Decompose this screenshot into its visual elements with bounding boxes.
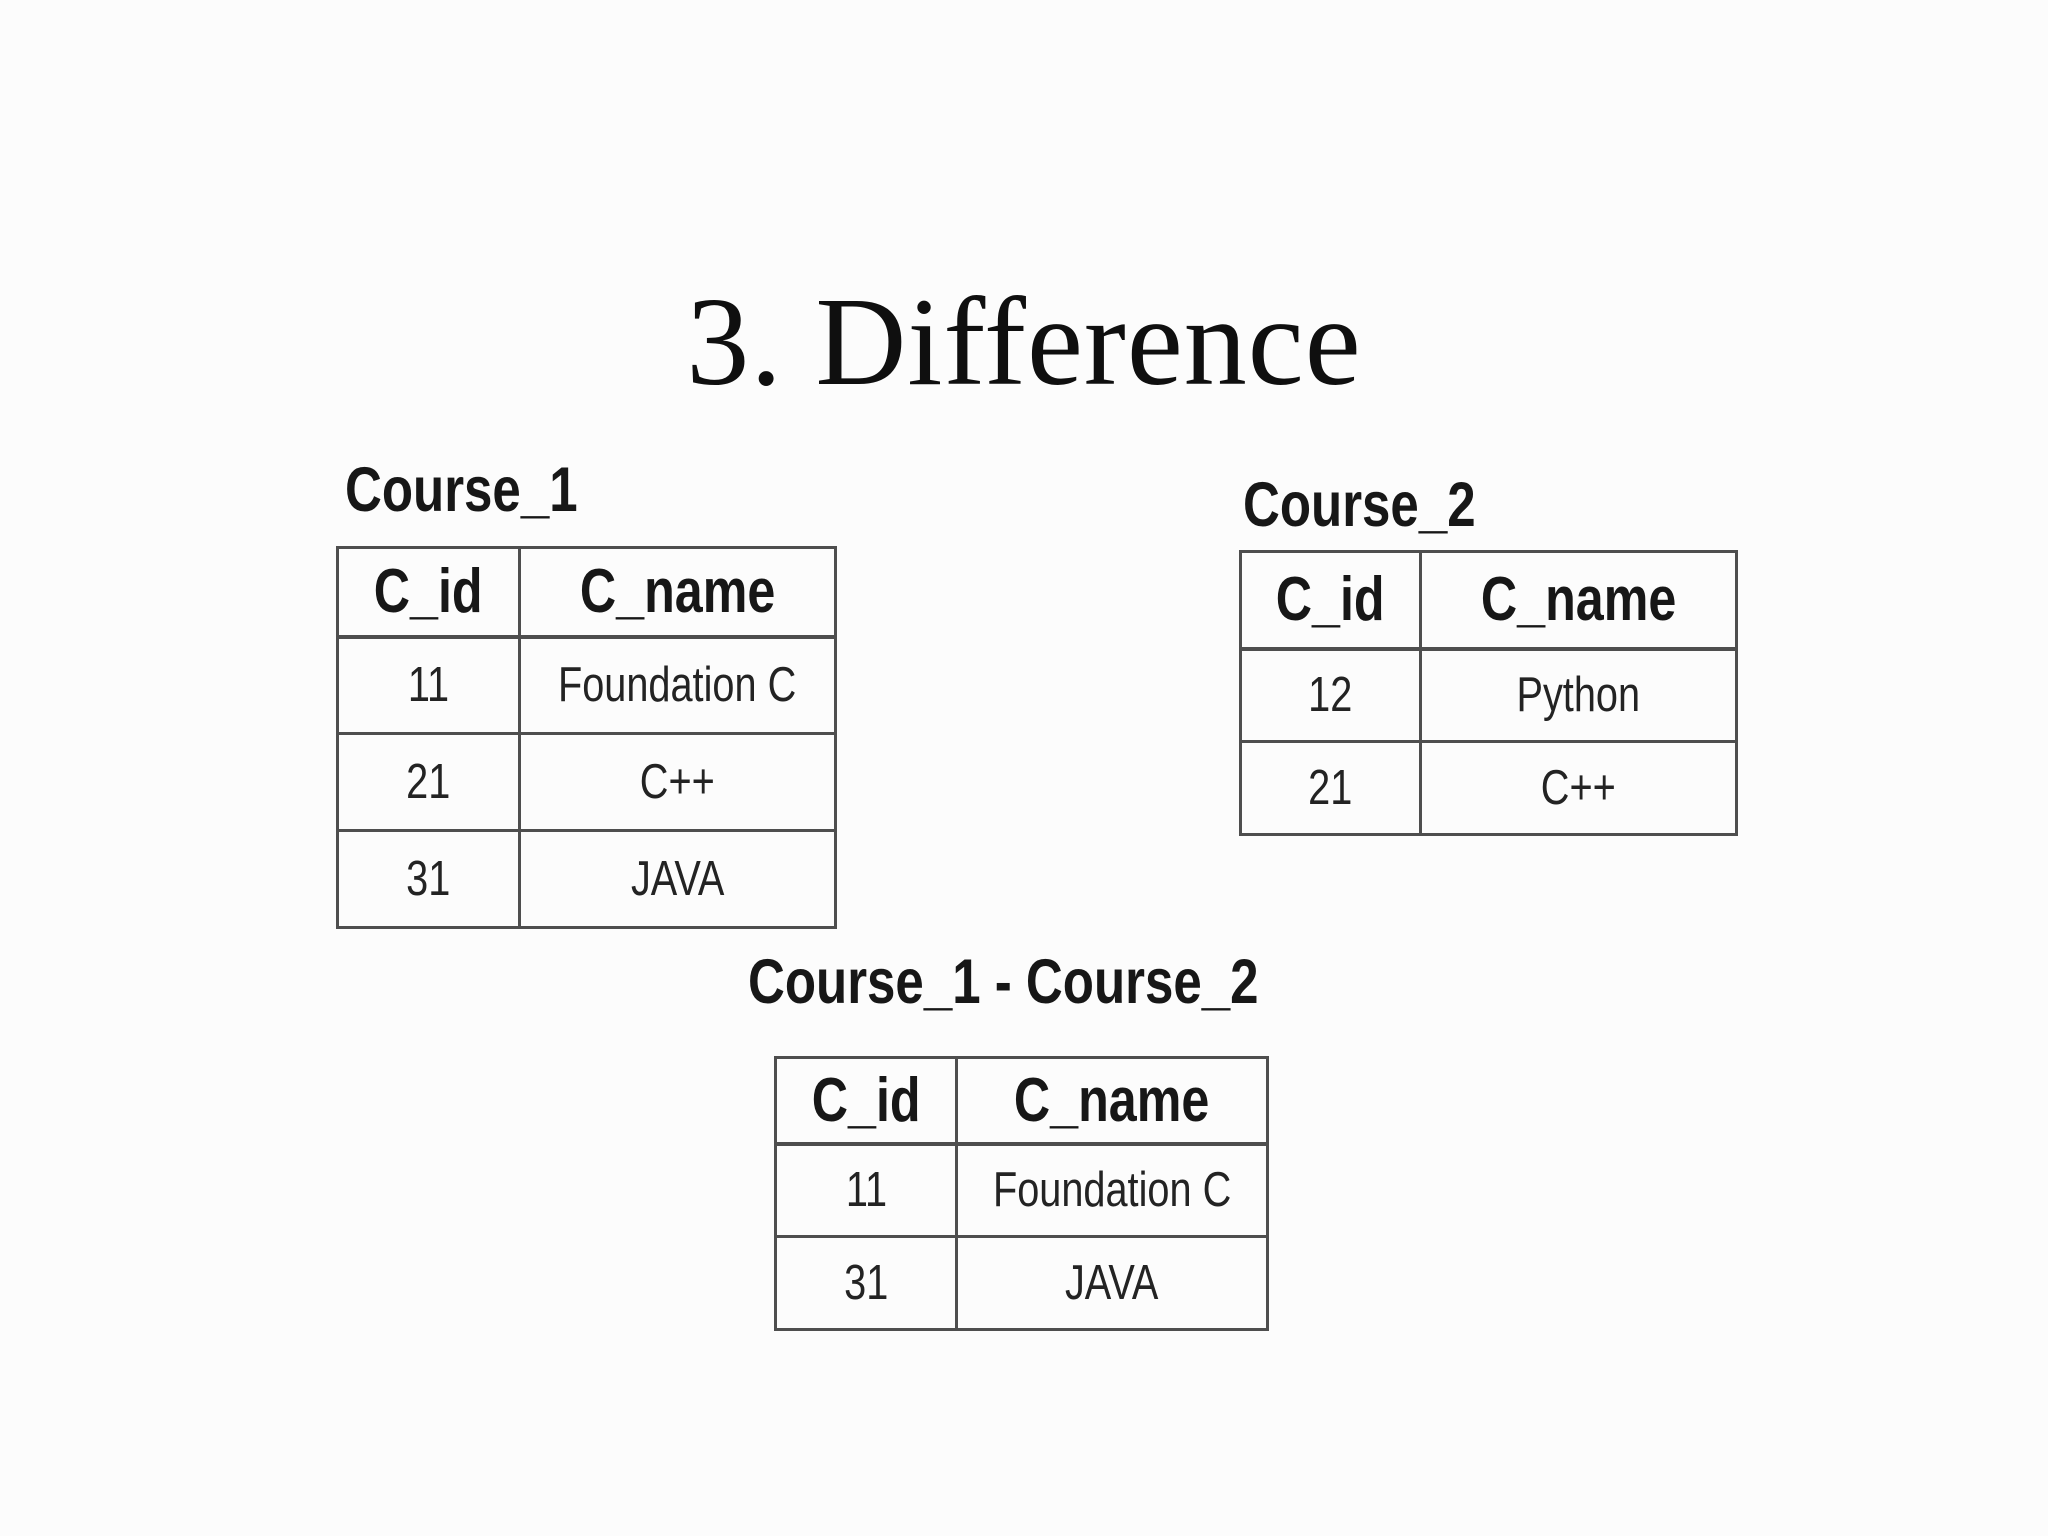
table-row: 12 Python (1239, 647, 1738, 743)
course1-label-text: Course_1 (345, 455, 578, 525)
difference-table: C_id C_name 11 Foundation C 31 JAVA (774, 1056, 1269, 1331)
difference-header-cname: C_name (955, 1056, 1269, 1146)
cell-cid: 31 (336, 829, 521, 929)
slide-title: 3. Difference (686, 273, 1362, 413)
cell-cname: JAVA (518, 829, 837, 929)
cell-cid: 12 (1239, 647, 1422, 743)
course1-table: C_id C_name 11 Foundation C 21 C++ 31 JA… (336, 546, 837, 929)
cell-cid: 21 (336, 732, 521, 832)
cell-cname: C++ (1419, 740, 1738, 836)
difference-label-text: Course_1 - Course_2 (748, 947, 1259, 1017)
difference-header-cid: C_id (774, 1056, 958, 1146)
cell-cname: Foundation C (518, 635, 837, 735)
course2-label-text: Course_2 (1243, 470, 1476, 540)
course1-header-row: C_id C_name (336, 546, 837, 639)
cell-cname: C++ (518, 732, 837, 832)
table-row: 11 Foundation C (774, 1142, 1269, 1238)
table-row: 31 JAVA (336, 829, 837, 929)
cell-cname: JAVA (955, 1235, 1269, 1331)
cell-cname: Python (1419, 647, 1738, 743)
course1-header-cid: C_id (336, 546, 521, 639)
cell-cname: Foundation C (955, 1142, 1269, 1238)
cell-cid: 21 (1239, 740, 1422, 836)
course2-header-cname: C_name (1419, 550, 1738, 651)
difference-header-row: C_id C_name (774, 1056, 1269, 1146)
table-row: 21 C++ (1239, 740, 1738, 836)
table-row: 21 C++ (336, 732, 837, 832)
cell-cid: 11 (336, 635, 521, 735)
table-row: 11 Foundation C (336, 635, 837, 735)
course2-header-row: C_id C_name (1239, 550, 1738, 651)
course2-table: C_id C_name 12 Python 21 C++ (1239, 550, 1738, 836)
cell-cid: 31 (774, 1235, 958, 1331)
course2-header-cid: C_id (1239, 550, 1422, 651)
course1-header-cname: C_name (518, 546, 837, 639)
difference-label: Course_1 - Course_2 (748, 951, 1378, 1014)
table-row: 31 JAVA (774, 1235, 1269, 1331)
course2-label: Course_2 (1243, 474, 1530, 537)
course1-label: Course_1 (345, 459, 632, 522)
cell-cid: 11 (774, 1142, 958, 1238)
